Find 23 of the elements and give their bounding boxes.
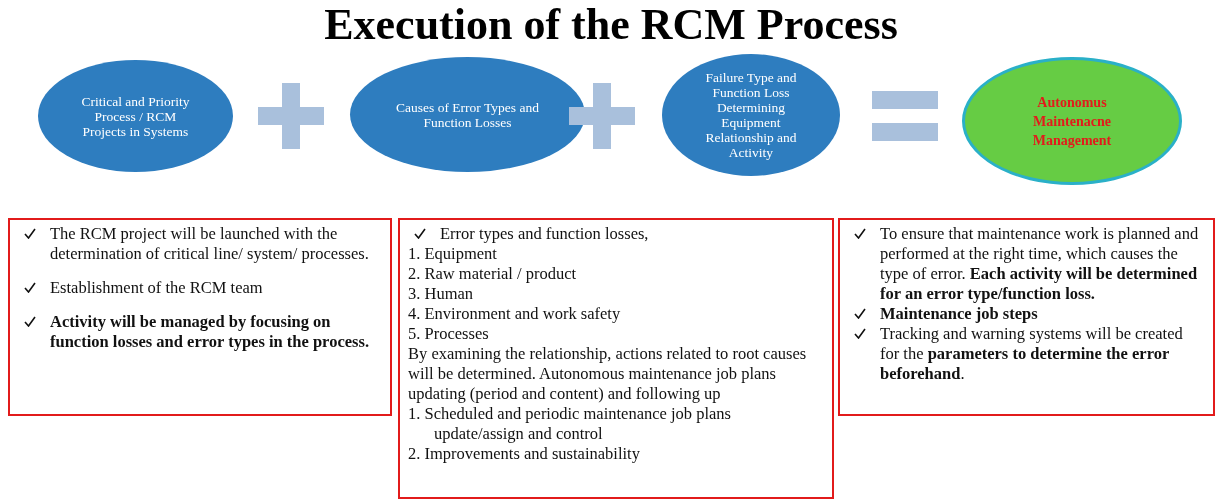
text-panel [8, 218, 392, 416]
paragraph: By examining the relationship, actions related to root causes will be determined. Autonomous maintenance job plans updating (period and content) and following up [408, 344, 807, 403]
list-item: 4. Environment and work safety [408, 304, 621, 323]
bullet-text: Tracking and warning systems will be created for the parameters to determine the error beforehand. [880, 324, 1183, 383]
list-item: 1. Equipment [408, 244, 497, 263]
list-item: 5. Processes [408, 324, 489, 343]
title: Execution of the RCM Process [323, 0, 899, 50]
node-label: Autonomus Maintenacne Management [1031, 93, 1113, 150]
bullet-text: Activity will be managed by focusing on function losses and error types in the process. [50, 312, 369, 351]
list-item: 1. Scheduled and periodic maintenance job plans update/assign and control [408, 404, 732, 443]
list-item: 3. Human [408, 284, 474, 303]
list-item: 2. Improvements and sustainability [408, 444, 640, 463]
bullet-text: Maintenance job steps [880, 304, 1038, 323]
bullet-text: The RCM project will be launched with the determination of critical line/ system/ processes. [50, 224, 369, 263]
bullet-text: Error types and function losses, [440, 224, 649, 243]
bullet-text: To ensure that maintenance work is planned and performed at the right time, which causes the type of error. Each activity will be determined for an error type/function loss. [880, 224, 1199, 303]
node-label: Critical and Priority Process / RCM Projects in Systems [80, 93, 191, 139]
node-label: Failure Type and Function Loss Determining Equipment Relationship and Activity [704, 70, 798, 160]
list-item: 2. Raw material / product [408, 264, 577, 283]
text-panel [838, 218, 1215, 416]
text-panel [398, 218, 834, 499]
node-label: Causes of Error Types and Function Losses [395, 99, 540, 130]
bullet-text: Establishment of the RCM team [50, 278, 263, 297]
